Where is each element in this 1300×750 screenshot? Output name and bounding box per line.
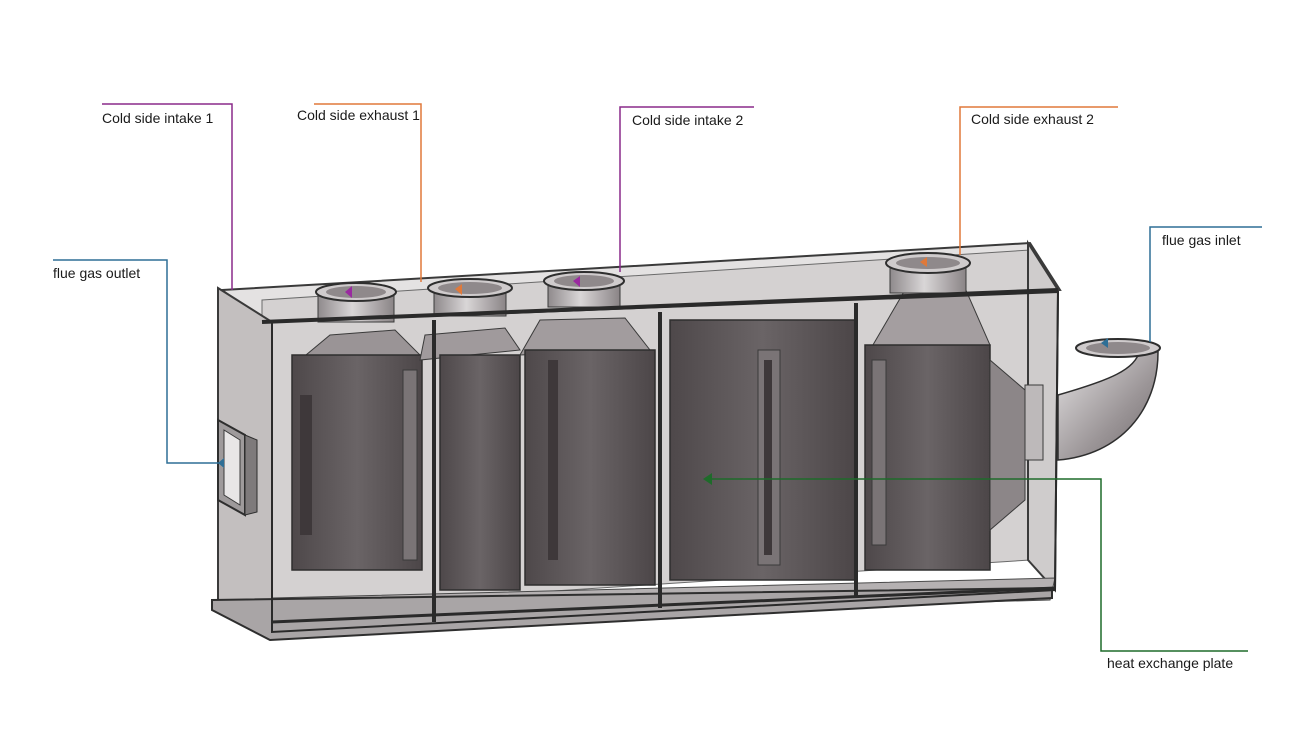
leader-heat-exchange-plate bbox=[712, 478, 1248, 652]
leader-cold-side-intake-1 bbox=[102, 103, 233, 290]
flue-gas-inlet-elbow bbox=[1057, 338, 1161, 461]
label-cold-side-exhaust-1: Cold side exhaust 1 bbox=[297, 107, 420, 123]
label-cold-side-intake-2: Cold side intake 2 bbox=[632, 112, 744, 128]
heat-exchange-plate bbox=[669, 319, 856, 581]
arrow-exhaust-1 bbox=[455, 284, 462, 295]
arrow-flue-gas-inlet bbox=[1101, 338, 1108, 348]
leader-cold-side-exhaust-2 bbox=[959, 106, 1118, 255]
cold-side-exhaust-2-nozzle bbox=[885, 252, 971, 294]
arrow-exhaust-2 bbox=[920, 257, 927, 267]
arrow-intake-1 bbox=[345, 286, 352, 298]
arrow-heat-exchange-plate bbox=[703, 473, 712, 485]
cold-side-modules bbox=[291, 287, 1044, 591]
leader-lines bbox=[53, 103, 1262, 652]
flue-gas-outlet-duct bbox=[217, 418, 258, 517]
heat-exchange-module-1 bbox=[291, 329, 423, 571]
cold-side-intake-2-nozzle bbox=[543, 271, 625, 308]
arrow-flue-gas-outlet bbox=[218, 458, 224, 468]
leader-flue-gas-inlet bbox=[1149, 226, 1262, 342]
heat-exchange-module-2 bbox=[419, 327, 521, 591]
label-heat-exchange-plate: heat exchange plate bbox=[1107, 655, 1234, 671]
label-flue-gas-inlet: flue gas inlet bbox=[1162, 232, 1241, 248]
nozzles bbox=[315, 252, 971, 323]
cold-side-exhaust-1-nozzle bbox=[427, 278, 513, 317]
heat-exchange-module-5 bbox=[864, 287, 1044, 571]
arrow-intake-2 bbox=[573, 276, 580, 287]
heat-exchange-module-3 bbox=[519, 317, 656, 586]
arrow-markers bbox=[218, 257, 1108, 485]
leader-cold-side-exhaust-1 bbox=[314, 103, 422, 282]
label-cold-side-exhaust-2: Cold side exhaust 2 bbox=[971, 111, 1094, 127]
leader-cold-side-intake-2 bbox=[619, 106, 754, 272]
label-cold-side-intake-1: Cold side intake 1 bbox=[102, 110, 214, 126]
front-frame bbox=[261, 288, 1060, 634]
leader-flue-gas-outlet bbox=[53, 259, 220, 464]
label-flue-gas-outlet: flue gas outlet bbox=[53, 265, 141, 281]
